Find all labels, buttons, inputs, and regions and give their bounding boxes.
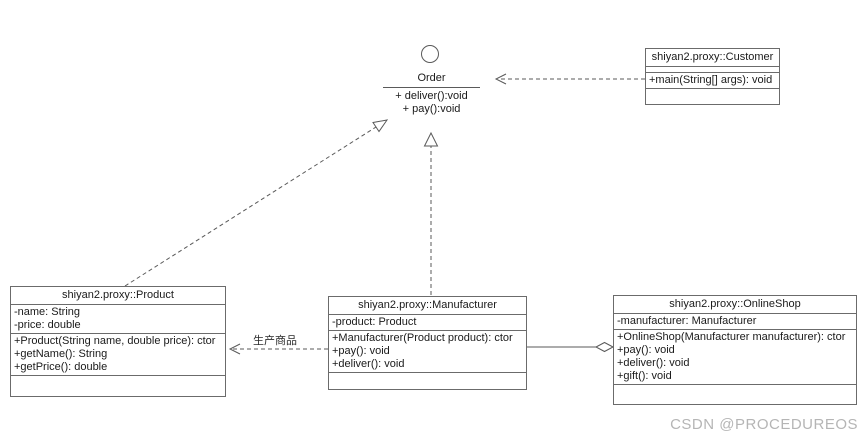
interface-operations: + deliver():void + pay():void: [383, 88, 480, 116]
operation: +getPrice(): double: [14, 361, 108, 373]
operation: +pay(): void: [617, 344, 675, 356]
operations-compartment: +Manufacturer(Product product): ctor +pa…: [329, 331, 526, 373]
hollow-triangle-icon: [423, 131, 439, 147]
extra-compartment-empty: [614, 385, 856, 404]
operation: +main(String[] args): void: [649, 74, 773, 86]
attribute: -name: String: [14, 306, 81, 318]
realization-manufacturer-to-order: [423, 131, 439, 295]
class-title: shiyan2.proxy::OnlineShop: [614, 296, 856, 314]
extra-compartment-empty: [646, 89, 779, 104]
watermark: CSDN @PROCEDUREOS: [670, 416, 858, 433]
operation: +Manufacturer(Product product): ctor: [332, 332, 513, 344]
dependency-customer-to-order: [494, 73, 645, 85]
class-customer: shiyan2.proxy::Customer +main(String[] a…: [645, 48, 780, 105]
operations-compartment: +OnlineShop(Manufacturer manufacturer): …: [614, 330, 856, 385]
attributes-compartment-empty: [646, 67, 779, 73]
attributes-compartment: -product: Product: [329, 315, 526, 331]
operation: +pay(): void: [332, 345, 390, 357]
operation: +deliver(): void: [332, 358, 405, 370]
operation: +deliver(): void: [617, 357, 690, 369]
interface-order: Order + deliver():void + pay():void: [383, 70, 480, 116]
class-title: shiyan2.proxy::Customer: [646, 49, 779, 67]
class-manufacturer: shiyan2.proxy::Manufacturer -product: Pr…: [328, 296, 527, 390]
attribute: -product: Product: [332, 316, 417, 328]
operation: + pay():void: [402, 103, 461, 115]
extra-compartment-empty: [329, 373, 526, 389]
open-arrowhead-icon: [494, 73, 507, 85]
operation: +gift(): void: [617, 370, 672, 382]
hollow-triangle-icon: [372, 119, 389, 133]
dependency-label-produce-goods: 生产商品: [253, 335, 297, 347]
dependency-manufacturer-to-product: [228, 343, 328, 355]
class-onlineshop: shiyan2.proxy::OnlineShop -manufacturer:…: [613, 295, 857, 405]
operation: + deliver():void: [395, 90, 468, 102]
operation: +OnlineShop(Manufacturer manufacturer): …: [617, 331, 846, 343]
class-title: shiyan2.proxy::Product: [11, 287, 225, 305]
aggregation-onlineshop-manufacturer: [527, 341, 615, 353]
attribute: -price: double: [14, 319, 81, 331]
attributes-compartment: -name: String -price: double: [11, 305, 225, 334]
class-title: shiyan2.proxy::Manufacturer: [329, 297, 526, 315]
attributes-compartment: -manufacturer: Manufacturer: [614, 314, 856, 330]
interface-lollipop-circle-icon: [421, 45, 439, 63]
hollow-diamond-icon: [594, 341, 615, 353]
realization-product-to-order: [124, 119, 389, 287]
open-arrowhead-icon: [228, 343, 241, 355]
attribute: -manufacturer: Manufacturer: [617, 315, 757, 327]
operation: +getName(): String: [14, 348, 108, 360]
operations-compartment: +main(String[] args): void: [646, 73, 779, 89]
operation: +Product(String name, double price): cto…: [14, 335, 216, 347]
interface-name: Order: [383, 70, 480, 88]
class-product: shiyan2.proxy::Product -name: String -pr…: [10, 286, 226, 397]
extra-compartment-empty: [11, 376, 225, 396]
operations-compartment: +Product(String name, double price): cto…: [11, 334, 225, 376]
